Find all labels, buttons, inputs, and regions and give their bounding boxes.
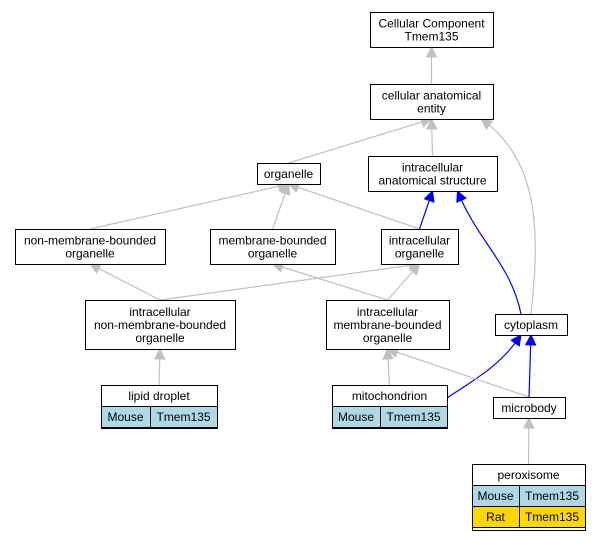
node-label: cytoplasm: [504, 318, 558, 332]
node-box: [210, 229, 336, 265]
node-label: organelle: [65, 247, 115, 261]
node-label: peroxisome: [497, 468, 559, 482]
node-label: Tmem135: [404, 30, 458, 44]
arrowhead: [480, 118, 494, 131]
gene-label: Tmem135: [525, 510, 579, 524]
node-label: membrane-bounded: [218, 234, 326, 248]
edge-io-to-ias: [418, 189, 435, 230]
arrowhead: [408, 263, 421, 276]
node-label: Cellular Component: [378, 17, 485, 31]
edge-ias-to-cae: [425, 117, 438, 157]
node-box: [368, 156, 498, 192]
edge-inmbo-to-nmbo: [89, 263, 161, 301]
edge-imbo-to-mbo: [271, 261, 388, 301]
arrowhead: [153, 347, 166, 360]
node-cytoplasm[interactable]: cytoplasm: [495, 314, 568, 336]
node-box: [85, 300, 236, 350]
gene-label: Tmem135: [386, 410, 440, 424]
node-label: organelle: [264, 167, 314, 181]
node-label: lipid droplet: [128, 389, 190, 403]
gene-label: Tmem135: [525, 489, 579, 503]
arrowhead: [382, 347, 394, 360]
node-label: entity: [417, 102, 446, 116]
species-label: Mouse: [107, 410, 143, 424]
edge-mbo-to-organelle: [271, 182, 291, 230]
edge-nmbo-to-organelle: [89, 180, 290, 230]
node-label: mitochondrion: [352, 389, 427, 403]
node-microbody[interactable]: microbody: [493, 397, 566, 419]
edge-mito-to-imbo: [382, 347, 394, 386]
node-inmbo[interactable]: intracellularnon-membrane-boundedorganel…: [85, 300, 236, 350]
edge-ld-to-inmbo: [153, 347, 166, 386]
node-label: non-membrane-bounded: [24, 234, 156, 248]
gene-label: Tmem135: [156, 410, 210, 424]
node-box: [257, 163, 321, 185]
node-label: membrane-bounded: [333, 318, 441, 332]
edge-imbo-to-io: [387, 263, 421, 301]
arrowhead: [423, 189, 435, 203]
edge-inmbo-to-io: [159, 259, 421, 301]
edge-microbody-to-cytoplasm: [524, 333, 537, 398]
node-label: non-membrane-bounded: [94, 318, 226, 332]
species-label: Mouse: [338, 410, 374, 424]
node-box: [495, 314, 568, 336]
node-label: intracellular: [389, 234, 450, 248]
node-organelle[interactable]: organelle: [257, 163, 321, 185]
node-label: organelle: [248, 247, 298, 261]
arrowhead: [425, 45, 438, 58]
node-label: intracellular: [129, 305, 190, 319]
node-box: [15, 229, 166, 265]
species-row: [101, 406, 218, 428]
edge-cae-to-root: [425, 45, 438, 84]
node-label: anatomical structure: [378, 174, 486, 188]
edge-cytoplasm-to-cae: [480, 118, 536, 315]
node-box: [370, 84, 494, 120]
arrowhead: [456, 189, 467, 203]
arrowhead: [279, 182, 291, 196]
node-label: intracellular: [357, 305, 418, 319]
node-box: [493, 397, 566, 419]
arrowhead: [523, 416, 535, 429]
arrowhead: [425, 117, 438, 130]
edge-mito-to-cytoplasm: [446, 334, 522, 399]
node-label: microbody: [501, 401, 556, 415]
arrowhead: [524, 333, 537, 346]
node-label: intracellular: [402, 161, 463, 175]
arrowhead: [510, 334, 522, 347]
node-box: [326, 300, 450, 350]
species-row: [472, 506, 586, 528]
node-box: [381, 229, 459, 265]
species-row: [332, 406, 448, 428]
species-label: Rat: [486, 510, 505, 524]
edge-cytoplasm-to-ias: [456, 189, 522, 315]
node-label: organelle: [363, 331, 413, 345]
node-box: [370, 12, 494, 48]
node-label: cellular anatomical: [382, 89, 481, 103]
node-label: organelle: [135, 331, 185, 345]
species-label: Mouse: [477, 489, 513, 503]
edge-perox-to-microbody: [523, 416, 535, 465]
node-label: organelle: [395, 247, 445, 261]
